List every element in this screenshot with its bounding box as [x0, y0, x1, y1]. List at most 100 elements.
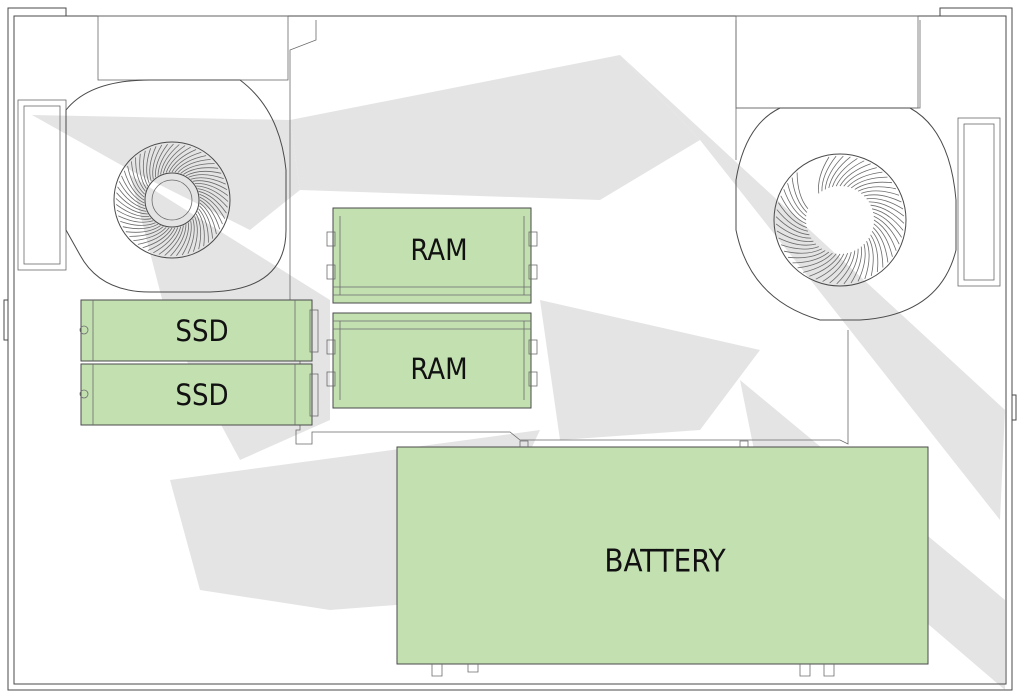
fan-blade: [843, 167, 877, 187]
fan-blade: [125, 225, 161, 233]
fan-blade: [127, 165, 145, 198]
fan-blade: [142, 150, 149, 187]
fan-blade: [194, 183, 229, 196]
fan-blade: [118, 215, 154, 223]
fan-blade: [158, 226, 182, 255]
fan-blade: [792, 251, 830, 264]
fan-blade: [824, 155, 844, 190]
fan-blade: [146, 148, 151, 184]
fan-blade: [821, 155, 837, 192]
fan-blade: [866, 198, 904, 210]
fan-left-icon: [17, 15, 289, 293]
fan-right-icon: [735, 15, 1001, 321]
fan-blade: [117, 186, 146, 210]
fan-blade: [783, 189, 807, 221]
fan-blade: [803, 253, 837, 273]
fan-blade: [116, 209, 152, 220]
fan-blade: [195, 213, 202, 250]
fan-blade: [118, 181, 145, 207]
fan-blade: [797, 252, 833, 269]
fan-blade: [832, 158, 858, 188]
fan-blade: [850, 246, 862, 284]
fan-blade: [177, 159, 211, 173]
fan-blade: [164, 225, 184, 256]
fan-blade: [115, 204, 150, 217]
fan-blade: [835, 160, 865, 187]
fan-blade: [162, 145, 186, 174]
fan-blade: [873, 219, 897, 251]
fan-blade: [873, 215, 900, 245]
fan-blade: [857, 186, 896, 192]
fan-blade: [198, 208, 209, 243]
fan-blade: [873, 223, 893, 257]
fan-blade: [121, 175, 145, 204]
fan-blade: [843, 248, 859, 285]
fan-blade: [863, 194, 902, 203]
fan-blade: [199, 193, 226, 219]
fan-blade: [133, 227, 167, 241]
fan-blade: [784, 248, 823, 254]
fan-blade: [165, 146, 191, 173]
ssd-top-label: SSD: [175, 314, 228, 348]
fan-blade: [139, 153, 147, 189]
fan-blade: [152, 144, 163, 180]
fan-blade: [857, 243, 866, 282]
fan-blade: [190, 177, 226, 185]
fan-blade: [170, 224, 187, 257]
fan-blade: [872, 212, 902, 238]
fan-blade: [791, 177, 808, 213]
fan-blade: [778, 237, 817, 246]
fan-blade: [197, 211, 205, 247]
fan-blade: [872, 227, 889, 263]
fan-blade: [174, 155, 207, 173]
fan-blade: [147, 227, 176, 251]
ram-module-bottom: RAM: [326, 312, 538, 409]
fan-blade: [120, 221, 156, 226]
ram-bottom-label: RAM: [410, 352, 467, 386]
fan-blade: [129, 226, 164, 237]
fan-blade: [775, 216, 810, 236]
fan-blade: [868, 237, 874, 276]
fan-blade: [199, 202, 217, 235]
fan-blade: [822, 252, 848, 282]
fan-blade: [137, 227, 170, 245]
fan-blade: [149, 146, 157, 182]
fan-blade: [850, 176, 888, 189]
ssd-module-top: SSD: [79, 299, 319, 362]
fan-blade: [193, 216, 198, 252]
fan-blade: [171, 151, 202, 173]
fan-blade: [872, 208, 904, 231]
fan-blade: [780, 244, 819, 250]
fan-blade: [864, 241, 870, 280]
ram-module-top: RAM: [326, 207, 538, 304]
fan-blade: [787, 250, 826, 259]
fan-blade: [157, 143, 174, 176]
fan-blade: [192, 180, 228, 191]
fan-blade: [776, 209, 808, 232]
fan-blade: [115, 198, 148, 215]
fan-blade: [123, 170, 145, 201]
fan-blade: [199, 205, 213, 239]
fan-blade: [829, 252, 852, 284]
fan-blade: [180, 163, 215, 174]
fan-blade: [870, 234, 879, 273]
chassis-outline: [3, 7, 1017, 691]
fan-blade: [861, 190, 900, 196]
fan-blade: [160, 144, 180, 175]
fan-blade: [142, 227, 173, 249]
fan-blade: [839, 163, 871, 187]
fan-blade: [116, 192, 147, 212]
fan-blade: [870, 204, 905, 224]
fan-blade: [775, 223, 812, 239]
fan-blade: [871, 230, 884, 268]
fan-blade: [197, 188, 228, 208]
fan-blade: [155, 143, 168, 178]
battery-label: BATTERY: [604, 544, 726, 580]
fan-blade: [868, 201, 905, 217]
fan-blade: [185, 170, 222, 177]
ram-top-label: RAM: [410, 233, 467, 267]
fan-blade: [787, 183, 807, 217]
fan-blade: [199, 196, 223, 225]
fan-blade: [188, 174, 224, 179]
